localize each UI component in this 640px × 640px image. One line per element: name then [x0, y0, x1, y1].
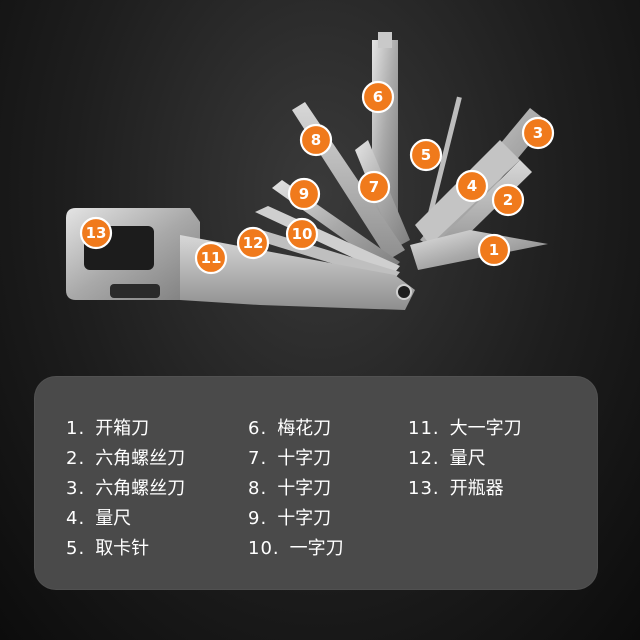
- multitool-illustration: 1 2 3 4 5 6 7 8 9 10 11 12 13: [66, 32, 555, 310]
- badge-10: 10: [285, 217, 319, 251]
- legend-item: 2.六角螺丝刀: [66, 448, 186, 469]
- legend-item: 1.开箱刀: [66, 418, 150, 439]
- legend-item: 8.十字刀: [248, 478, 332, 499]
- badge-11: 11: [194, 241, 228, 275]
- svg-text:12: 12: [243, 234, 264, 252]
- svg-text:8: 8: [311, 131, 321, 149]
- badge-3: 3: [521, 116, 555, 150]
- badge-7: 7: [357, 170, 391, 204]
- legend-column-3: 11.大一字刀 12.量尺 13.开瓶器: [408, 414, 522, 504]
- badge-4: 4: [455, 169, 489, 203]
- badge-1: 1: [477, 233, 511, 267]
- legend-item: 3.六角螺丝刀: [66, 478, 186, 499]
- legend-item: 10.一字刀: [248, 538, 344, 559]
- badge-5: 5: [409, 138, 443, 172]
- svg-text:3: 3: [533, 124, 543, 142]
- legend-item: 4.量尺: [66, 508, 132, 529]
- svg-text:7: 7: [369, 178, 379, 196]
- legend-item: 12.量尺: [408, 448, 486, 469]
- legend-item: 5.取卡针: [66, 538, 150, 559]
- svg-text:11: 11: [201, 249, 222, 267]
- badge-9: 9: [287, 177, 321, 211]
- legend-column-1: 1.开箱刀 2.六角螺丝刀 3.六角螺丝刀 4.量尺 5.取卡针: [66, 414, 185, 564]
- legend-item: 9.十字刀: [248, 508, 332, 529]
- legend-item: 7.十字刀: [248, 448, 332, 469]
- legend-item: 11.大一字刀: [408, 418, 522, 439]
- legend-item: 6.梅花刀: [248, 418, 332, 439]
- svg-text:9: 9: [299, 185, 309, 203]
- svg-text:2: 2: [503, 191, 513, 209]
- svg-text:10: 10: [292, 225, 313, 243]
- badge-13: 13: [79, 216, 113, 250]
- badge-6: 6: [361, 80, 395, 114]
- legend-item: 13.开瓶器: [408, 478, 504, 499]
- badge-8: 8: [299, 123, 333, 157]
- svg-text:6: 6: [373, 88, 383, 106]
- legend-panel: 1.开箱刀 2.六角螺丝刀 3.六角螺丝刀 4.量尺 5.取卡针 6.梅花刀 7…: [34, 376, 598, 590]
- badge-2: 2: [491, 183, 525, 217]
- svg-text:4: 4: [467, 177, 477, 195]
- badge-12: 12: [236, 226, 270, 260]
- legend-column-2: 6.梅花刀 7.十字刀 8.十字刀 9.十字刀 10.一字刀: [248, 414, 344, 564]
- svg-text:13: 13: [86, 224, 107, 242]
- svg-text:5: 5: [421, 146, 431, 164]
- svg-text:1: 1: [489, 241, 499, 259]
